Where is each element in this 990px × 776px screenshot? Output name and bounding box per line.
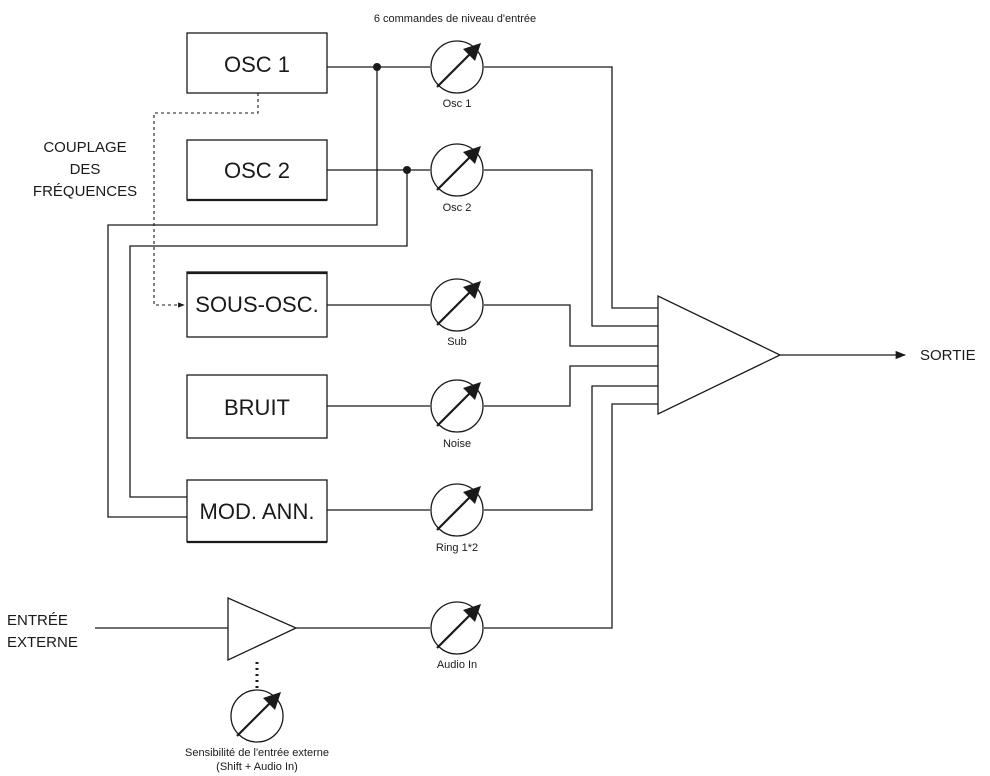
diagram-title: 6 commandes de niveau d'entrée <box>374 13 536 25</box>
knob-audio-in[interactable] <box>430 601 484 655</box>
coupling-label-line-1: COUPLAGE <box>43 139 126 156</box>
sub-osc-block: SOUS-OSC. <box>186 271 328 338</box>
sensitivity-label-line-2: (Shift + Audio In) <box>216 761 298 773</box>
output-label: SORTIE <box>920 347 976 364</box>
osc1-block: OSC 1 <box>186 32 328 94</box>
wire-osc2-to-ring <box>129 170 408 498</box>
knob-audio-in-label: Audio In <box>437 659 477 671</box>
frequency-coupling-link <box>153 93 259 308</box>
noise-label: BRUIT <box>224 395 290 420</box>
sensitivity-label-line-1: Sensibilité de l'entrée externe <box>185 747 329 759</box>
coupling-label-line-2: DES <box>70 161 101 178</box>
knob-ring-label: Ring 1*2 <box>436 542 478 554</box>
ring-mod-label: MOD. ANN. <box>200 499 315 524</box>
input-preamp <box>227 597 298 662</box>
wire-knob-noise-to-amp <box>484 365 658 407</box>
knob-osc1[interactable] <box>430 40 484 94</box>
wire-knob-audio-in-to-amp <box>484 403 658 629</box>
osc2-block: OSC 2 <box>186 139 328 202</box>
wire-osc1-to-ring <box>107 67 378 518</box>
knob-sub-label: Sub <box>447 336 467 348</box>
knob-osc2-label: Osc 2 <box>443 202 472 214</box>
coupling-label-line-3: FRÉQUENCES <box>33 183 137 200</box>
wire-knob-ring-to-amp <box>484 385 658 511</box>
knob-noise-label: Noise <box>443 438 471 450</box>
osc2-label: OSC 2 <box>224 158 290 183</box>
knob-sub[interactable] <box>430 278 484 332</box>
knob-ring[interactable] <box>430 483 484 537</box>
knob-input-sensitivity[interactable] <box>230 689 284 743</box>
external-input-label-line-1: ENTRÉE <box>7 612 68 629</box>
ring-mod-block: MOD. ANN. <box>186 479 328 544</box>
output-amplifier <box>657 294 782 416</box>
wire-knob-osc2-to-amp <box>484 169 658 327</box>
osc1-label: OSC 1 <box>224 52 290 77</box>
wire-knob-sub-to-amp <box>484 304 658 347</box>
sub-osc-label: SOUS-OSC. <box>195 292 318 317</box>
wire-knob-osc1-to-amp <box>484 66 658 309</box>
external-input-label-line-2: EXTERNE <box>7 634 78 651</box>
knob-osc2[interactable] <box>430 143 484 197</box>
noise-block: BRUIT <box>186 374 328 439</box>
knob-noise[interactable] <box>430 379 484 433</box>
knob-osc1-label: Osc 1 <box>443 98 472 110</box>
